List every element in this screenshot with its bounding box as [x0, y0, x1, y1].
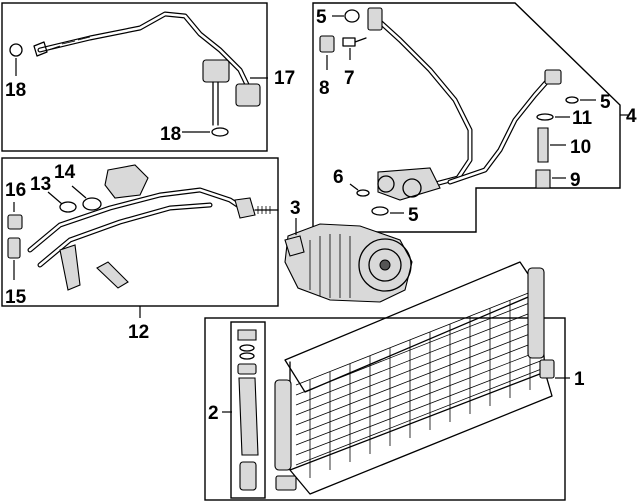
callout-5-right: 5	[600, 92, 611, 113]
o-ring-5-top	[344, 9, 360, 23]
valve-core-10	[537, 127, 549, 163]
o-ring-5-right	[565, 96, 579, 104]
callout-14: 14	[54, 162, 76, 183]
callout-18-lower: 18	[160, 124, 181, 145]
cap-9	[535, 169, 551, 189]
suction-hose-assembly	[27, 164, 279, 291]
gasket-14	[82, 197, 102, 211]
callout-11: 11	[572, 108, 593, 129]
callout-17: 17	[274, 68, 295, 89]
callout-18-upper: 18	[5, 80, 26, 101]
seal-6	[356, 189, 370, 197]
cap-16	[7, 214, 23, 230]
compressor-3	[284, 223, 413, 303]
group-1-frame	[204, 317, 566, 501]
liquid-line-hose	[33, 11, 261, 126]
cap-8	[319, 35, 335, 53]
group-17-liquid-line: 18 18 17	[1, 2, 295, 152]
callout-6: 6	[333, 167, 344, 188]
callout-4: 4	[626, 106, 637, 127]
callout-5-top: 5	[316, 7, 327, 28]
group-12-suction-hose: 12 16 13 14 15	[1, 157, 279, 343]
fitting-7	[342, 37, 367, 47]
callout-7: 7	[344, 68, 355, 89]
callout-15: 15	[5, 287, 27, 308]
callout-12: 12	[128, 322, 149, 343]
o-ring-11	[536, 113, 554, 121]
callout-8: 8	[319, 78, 330, 99]
callout-16: 16	[5, 180, 26, 201]
seal-washer-18-upper	[9, 43, 23, 57]
callout-1: 1	[574, 369, 585, 390]
callout-10: 10	[570, 137, 591, 158]
group-4-discharge-hose: 4 5 8	[312, 2, 637, 233]
group-2-receiver-drier	[230, 321, 266, 499]
callout-9: 9	[570, 170, 581, 191]
condenser-core	[274, 261, 555, 495]
group-2-frame	[230, 321, 266, 499]
valve-15	[7, 237, 21, 259]
callout-3: 3	[290, 198, 301, 219]
group-1-condenser: 1 2	[204, 261, 585, 501]
gasket-13	[59, 201, 77, 213]
discharge-hose-assembly	[367, 7, 562, 201]
callout-5-bottom: 5	[408, 205, 419, 226]
seal-washer-18-lower	[211, 127, 229, 137]
group-17-frame	[1, 2, 268, 152]
callout-13: 13	[30, 174, 51, 195]
callout-2: 2	[208, 403, 219, 424]
o-ring-5-bottom	[371, 206, 389, 216]
